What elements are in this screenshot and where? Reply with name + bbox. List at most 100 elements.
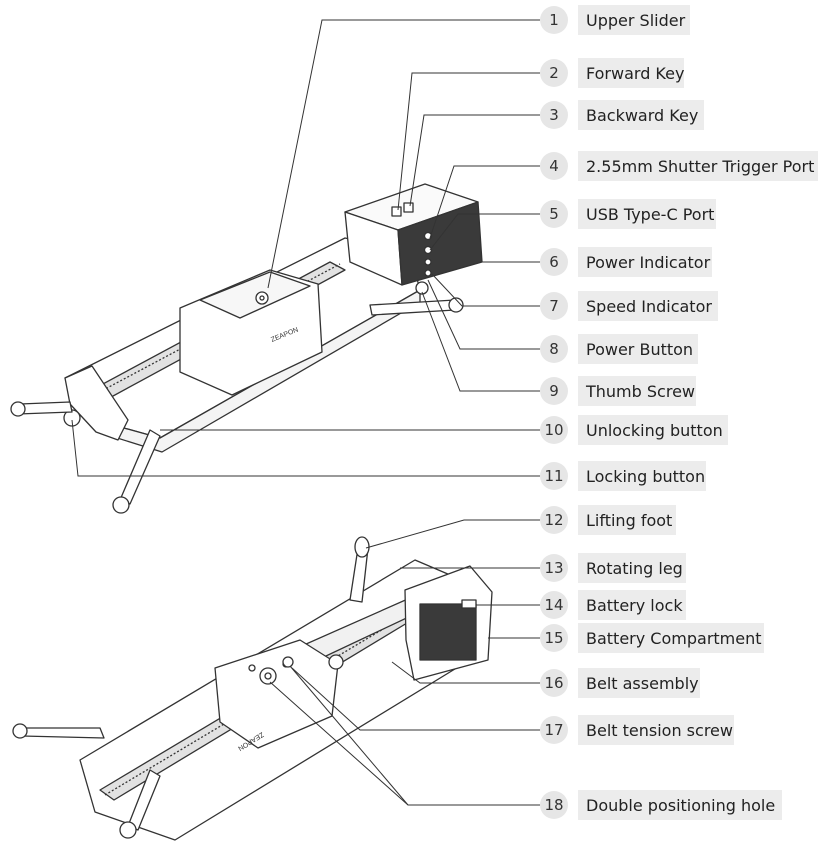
- callout-8: 8 Power Button: [540, 334, 698, 364]
- leader-11: [71, 419, 540, 477]
- callout-number: 1: [549, 11, 559, 29]
- callout-label: Power Indicator: [586, 253, 711, 272]
- lifting-foot-bottom: [354, 536, 370, 558]
- callout-badge: [540, 59, 568, 87]
- callout-label-bg: [578, 247, 712, 277]
- callout-label-bg: [578, 334, 698, 364]
- callout-label: Rotating leg: [586, 559, 683, 578]
- callout-label-bg: [578, 668, 700, 698]
- forward-key-top: [391, 206, 402, 217]
- leader-lines: [71, 19, 540, 806]
- slider-bottom-view: [12, 536, 493, 841]
- callout-18: 18 Double positioning hole: [540, 790, 782, 820]
- callout-label: Battery Compartment: [586, 629, 762, 648]
- callout-label-bg: [578, 623, 764, 653]
- callout-badge: [540, 101, 568, 129]
- callout-label-bg: [578, 151, 818, 181]
- leader-5: [429, 213, 540, 251]
- callout-number: 12: [544, 511, 563, 529]
- leg-left-top: [17, 401, 73, 415]
- callout-label-bg: [578, 590, 686, 620]
- callout-badge: [540, 6, 568, 34]
- thumb-screw-top: [415, 281, 429, 295]
- callout-number: 6: [549, 253, 559, 271]
- callout-label-bg: [578, 415, 728, 445]
- leader-8: [427, 279, 540, 350]
- callout-label: Speed Indicator: [586, 297, 712, 316]
- callout-badge: [540, 248, 568, 276]
- callout-badge: [540, 416, 568, 444]
- callout-number: 7: [549, 297, 559, 315]
- callout-badge: [540, 200, 568, 228]
- leader-17: [291, 667, 540, 731]
- callout-number: 15: [544, 629, 563, 647]
- callout-number: 17: [544, 721, 563, 739]
- callout-7: 7 Speed Indicator: [540, 291, 718, 321]
- leader-12: [365, 519, 540, 549]
- callout-badge: [540, 624, 568, 652]
- upper-slider-screw-center: [259, 295, 265, 301]
- callout-number: 18: [544, 796, 563, 814]
- callout-badge: [540, 591, 568, 619]
- callout-number: 8: [549, 340, 559, 358]
- callout-label: Unlocking button: [586, 421, 723, 440]
- belt-tension-screw: [282, 656, 294, 668]
- callout-badge: [540, 554, 568, 582]
- leg-joint-bottom: [328, 654, 344, 670]
- callout-label: Forward Key: [586, 64, 684, 83]
- callout-number: 5: [549, 205, 559, 223]
- callout-badge: [540, 791, 568, 819]
- callout-label: Lifting foot: [586, 511, 672, 530]
- callout-label-bg: [578, 553, 686, 583]
- backward-key-top: [403, 202, 414, 213]
- leader-3: [409, 114, 540, 207]
- callout-badge: [540, 335, 568, 363]
- foot-down-bottom: [119, 821, 137, 839]
- foot-down-top: [112, 496, 130, 514]
- callout-label: Locking button: [586, 467, 705, 486]
- slider-top-view: [10, 183, 483, 514]
- callout-label: USB Type-C Port: [586, 205, 714, 224]
- callout-number: 9: [549, 382, 559, 400]
- callout-label-bg: [578, 505, 676, 535]
- callout-label-bg: [578, 790, 782, 820]
- callout-label: Belt tension screw: [586, 721, 733, 740]
- leader-16: [391, 661, 540, 684]
- callout-badge: [540, 152, 568, 180]
- callout-badge: [540, 669, 568, 697]
- callout-label: Belt assembly: [586, 674, 699, 693]
- leader-2: [397, 72, 540, 211]
- speed-indicator-top: [424, 269, 432, 277]
- callout-label: 2.55mm Shutter Trigger Port: [586, 157, 814, 176]
- callout-12: 12 Lifting foot: [540, 505, 676, 535]
- leader-4: [429, 165, 540, 239]
- callout-number: 10: [544, 421, 563, 439]
- callout-number: 3: [549, 106, 559, 124]
- foot-left-top: [10, 401, 26, 417]
- callout-label: Power Button: [586, 340, 693, 359]
- battery-grille: [419, 603, 477, 661]
- callout-label-bg: [578, 291, 718, 321]
- callout-label-bg: [578, 715, 734, 745]
- callout-label-bg: [578, 5, 690, 35]
- callout-number: 14: [544, 596, 563, 614]
- foot-left-bottom: [12, 723, 28, 739]
- callout-number: 11: [544, 467, 563, 485]
- callout-label: Double positioning hole: [586, 796, 775, 815]
- callout-label-bg: [578, 199, 716, 229]
- callout-label: Upper Slider: [586, 11, 686, 30]
- callout-15: 15 Battery Compartment: [540, 623, 764, 653]
- leg-left-bottom: [21, 727, 105, 739]
- foot-right-top: [448, 297, 464, 313]
- callout-number: 4: [549, 157, 559, 175]
- leader-7: [431, 273, 540, 307]
- callout-badge: [540, 292, 568, 320]
- callout-badge: [540, 377, 568, 405]
- callout-5: 5 USB Type-C Port: [540, 199, 716, 229]
